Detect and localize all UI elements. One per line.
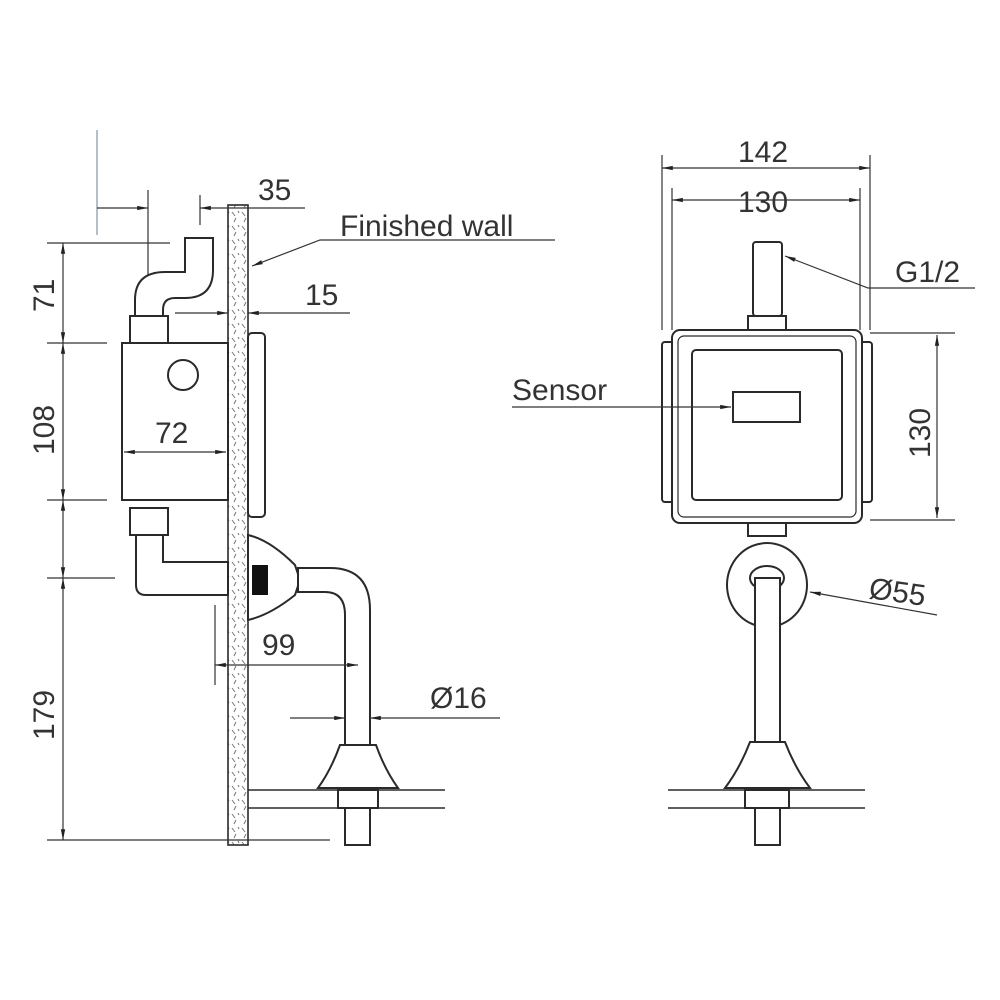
- floor-flange: [316, 744, 400, 789]
- dim-vertical-chain: [47, 242, 330, 841]
- sensor-window: [732, 391, 801, 423]
- outlet-nut-front: [747, 522, 787, 537]
- front-panel: [691, 349, 843, 501]
- front-view: 142 130 G1/2 Sensor 130 Ø55: [512, 136, 975, 846]
- finished-wall-label: Finished wall: [340, 210, 513, 243]
- thread-label: G1/2: [895, 256, 960, 289]
- outlet-nut: [129, 507, 169, 536]
- dim-15-label: 15: [305, 279, 338, 312]
- dim-99-label: 99: [262, 629, 295, 662]
- floor-flange-front: [723, 741, 812, 789]
- floor-nut-front: [744, 789, 790, 809]
- dim-55-label: Ø55: [867, 572, 928, 613]
- dim-71-label: 71: [28, 279, 61, 312]
- connector-nut: [252, 565, 268, 595]
- inlet-elbow: [134, 237, 214, 316]
- valve-port: [167, 359, 199, 391]
- dim-16-label: Ø16: [430, 682, 487, 715]
- o55-leader: [809, 591, 938, 616]
- dim-35-label: 35: [258, 174, 291, 207]
- dim-130-height-label: 130: [904, 408, 937, 458]
- floor-nut: [337, 789, 379, 809]
- side-view: 35 Finished wall 15 71 108 179 72: [28, 130, 555, 846]
- dim-108-label: 108: [28, 405, 61, 455]
- outlet-elbow: [135, 534, 229, 596]
- inlet-nut: [129, 315, 169, 344]
- inlet-nut-front: [747, 315, 787, 331]
- dim-72-label: 72: [155, 417, 188, 450]
- front-plate-side: [247, 332, 266, 518]
- g12-leader: [784, 255, 975, 289]
- finished-wall-leader: [251, 239, 555, 267]
- dim-179-label: 179: [28, 690, 61, 740]
- valve-body: [121, 342, 229, 501]
- sensor-label: Sensor: [512, 374, 607, 407]
- dim-130-width-label: 130: [738, 186, 788, 219]
- inlet-stub: [752, 241, 783, 317]
- wall: [227, 204, 249, 846]
- dim-142-label: 142: [738, 136, 788, 169]
